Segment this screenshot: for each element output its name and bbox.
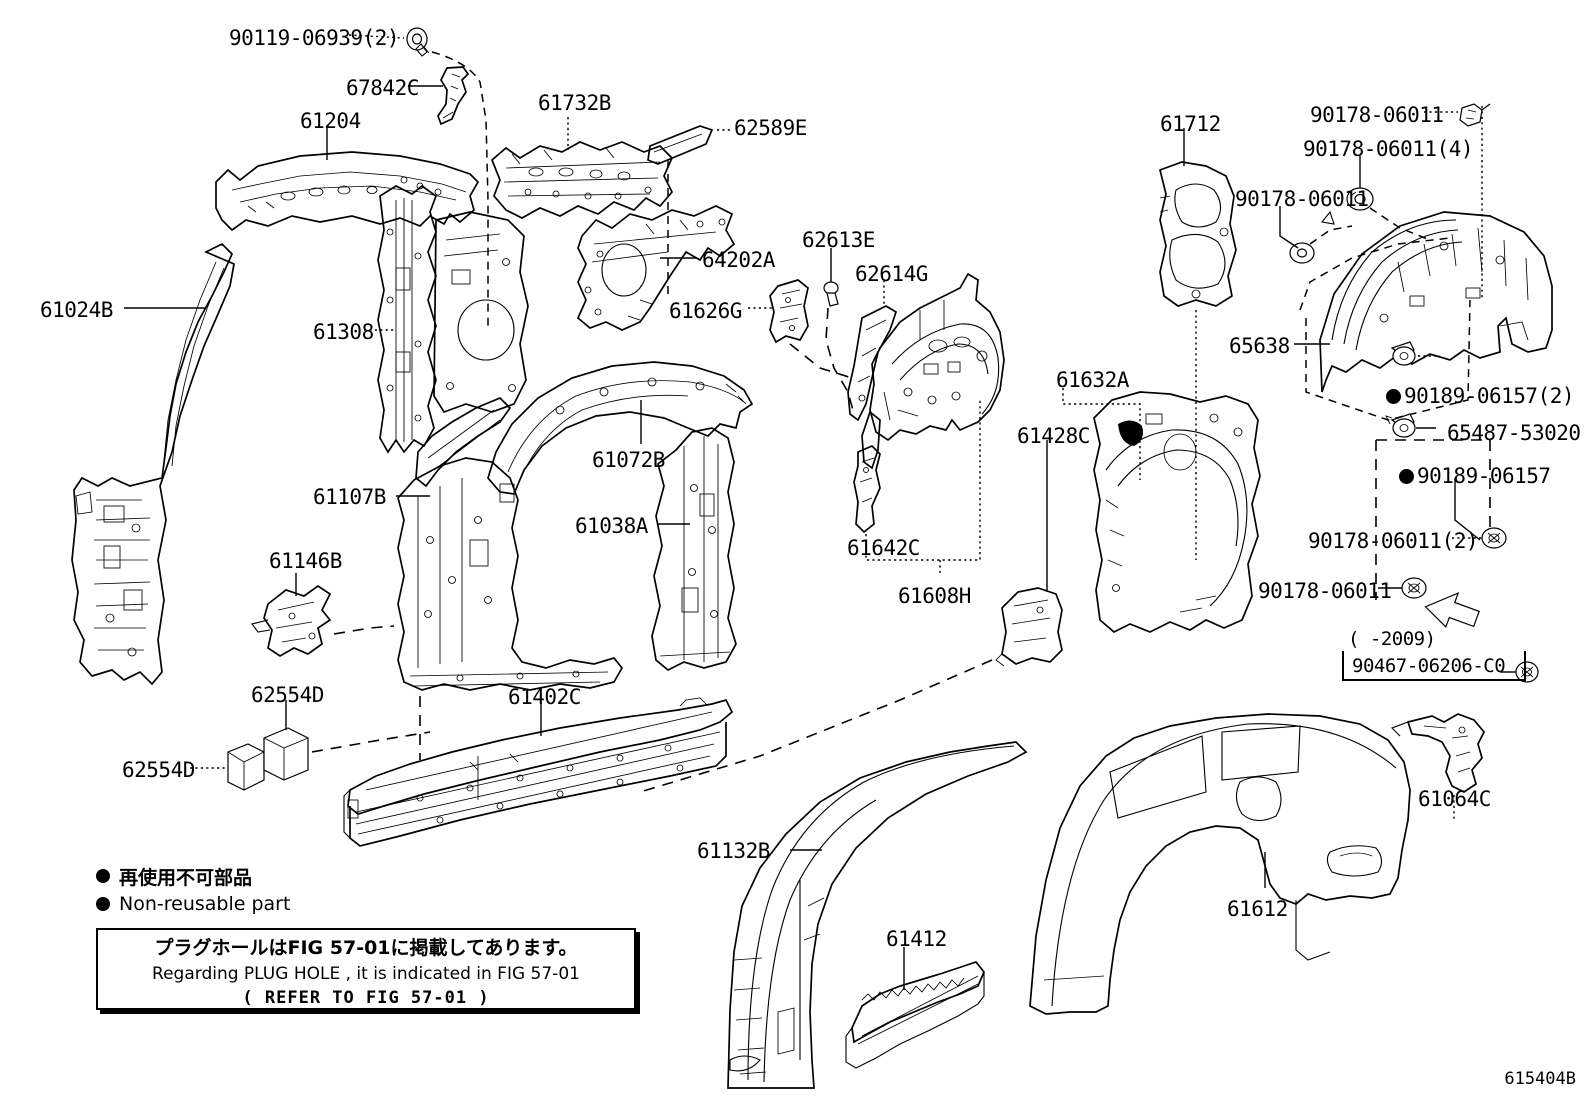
supersession-box	[1342, 651, 1526, 681]
part-label-61024B[interactable]: 61024B	[40, 298, 113, 322]
part-label-61402C[interactable]: 61402C	[508, 685, 581, 709]
part-label-61428C[interactable]: 61428C	[1017, 424, 1090, 448]
fastener-90178-06011-a	[1459, 103, 1491, 127]
part-label-61107B[interactable]: 61107B	[313, 485, 386, 509]
legend-label-en: Non-reusable part	[119, 893, 291, 915]
part-label-61732B[interactable]: 61732B	[538, 91, 611, 115]
part-label-61132B[interactable]: 61132B	[697, 839, 770, 863]
part-label-90178-06011[interactable]: 90178-06011	[1235, 187, 1369, 211]
assembly-dash-upper	[431, 51, 489, 330]
note-line-en: Regarding PLUG HOLE , it is indicated in…	[152, 964, 580, 984]
part-label-61712[interactable]: 61712	[1160, 112, 1221, 136]
part-label-65487-53020[interactable]: 65487-53020	[1447, 421, 1581, 445]
leader-90178-c	[1279, 206, 1299, 249]
part-label-61064C[interactable]: 61064C	[1418, 787, 1491, 811]
part-label-90178-06011[interactable]: 90178-06011	[1310, 103, 1444, 127]
part-61064C	[1391, 713, 1486, 793]
part-61132B	[727, 741, 1028, 1089]
legend: 再使用不可部品 Non-reusable part	[96, 862, 290, 918]
part-label-90119-06939-2-[interactable]: 90119-06939(2)	[229, 26, 400, 50]
part-61428C-piece	[995, 587, 1063, 667]
note-line-jp: プラグホールはFIG 57-01に掲載してあります。	[154, 937, 578, 959]
part-label-62613E[interactable]: 62613E	[802, 228, 875, 252]
legend-row-jp: 再使用不可部品	[96, 862, 290, 890]
part-label-62614G[interactable]: 62614G	[855, 262, 928, 286]
fastener-90178-06011-c	[1289, 242, 1315, 264]
supersession-range: ( -2009)	[1348, 628, 1436, 650]
part-61412	[845, 961, 985, 1069]
non-reusable-bullet-90189-06157	[1399, 469, 1414, 484]
part-label-90189-06157[interactable]: 90189-06157	[1417, 464, 1551, 488]
part-90119-06939	[406, 27, 430, 57]
part-label-62554D[interactable]: 62554D	[122, 758, 195, 782]
part-61608H-assembly	[861, 272, 1005, 470]
part-61632A-61428C	[1093, 391, 1261, 634]
part-label-61642C[interactable]: 61642C	[847, 536, 920, 560]
assembly-dash-61626	[789, 343, 853, 379]
part-61204	[215, 151, 480, 232]
assembly-dash-62554	[311, 731, 431, 753]
part-61308	[377, 184, 529, 454]
part-67842C	[437, 66, 470, 126]
part-62554D-cube1	[227, 743, 265, 791]
dash-90178-b	[1369, 207, 1431, 241]
part-61712	[1158, 161, 1237, 307]
part-label-61612[interactable]: 61612	[1227, 897, 1288, 921]
part-label-90178-06011-4-[interactable]: 90178-06011(4)	[1303, 137, 1474, 161]
part-label-61632A[interactable]: 61632A	[1056, 368, 1129, 392]
legend-bullet-icon	[96, 869, 110, 883]
part-label-61626G[interactable]: 61626G	[669, 299, 742, 323]
plug-hole-note-box: プラグホールはFIG 57-01に掲載してあります。 Regarding PLU…	[96, 928, 636, 1010]
assembly-dash-rocker	[639, 659, 993, 793]
part-61072B-pillar	[397, 457, 624, 691]
assembly-dash-62613	[825, 307, 855, 415]
part-label-61038A[interactable]: 61038A	[575, 514, 648, 538]
liner-dash-1	[1299, 237, 1451, 311]
part-61732B	[490, 141, 674, 219]
part-label-65638[interactable]: 65638	[1229, 334, 1290, 358]
note-line-ref: ( REFER TO FIG 57-01 )	[242, 988, 490, 1008]
fastener-90189-06157	[1385, 413, 1416, 438]
part-label-61412[interactable]: 61412	[886, 927, 947, 951]
part-65638	[1319, 211, 1553, 393]
part-61612	[1029, 713, 1411, 1015]
non-reusable-bullet-90189-06157-2	[1386, 389, 1401, 404]
figure-id: 615404B	[1504, 1069, 1576, 1089]
fastener-90178-06011-d	[1481, 527, 1507, 549]
legend-label-jp: 再使用不可部品	[119, 866, 253, 889]
part-label-90178-06011-2-[interactable]: 90178-06011(2)	[1308, 529, 1479, 553]
part-62554D-cube2	[263, 727, 309, 781]
part-62614G	[847, 305, 898, 422]
part-label-61204[interactable]: 61204	[300, 109, 361, 133]
part-label-61608H[interactable]: 61608H	[898, 584, 971, 608]
part-label-90189-06157-2-[interactable]: 90189-06157(2)	[1404, 384, 1575, 408]
part-label-64202A[interactable]: 64202A	[702, 248, 775, 272]
legend-bullet-icon-2	[96, 897, 110, 911]
part-label-62554D[interactable]: 62554D	[251, 683, 324, 707]
part-61626G	[769, 279, 809, 344]
part-label-67842C[interactable]: 67842C	[346, 76, 419, 100]
part-62589E	[647, 125, 714, 165]
part-label-61308[interactable]: 61308	[313, 320, 374, 344]
dash-90178-c	[1309, 225, 1353, 245]
part-61072B	[487, 361, 754, 495]
part-label-90178-06011[interactable]: 90178-06011	[1258, 579, 1392, 603]
legend-row-en: Non-reusable part	[96, 890, 290, 918]
part-62613E	[823, 281, 839, 307]
part-61146B	[251, 584, 332, 657]
assembly-dash-61146	[333, 625, 395, 635]
fastener-90178-06011-e	[1401, 577, 1427, 599]
part-label-62589E[interactable]: 62589E	[734, 116, 807, 140]
part-61642C	[853, 444, 881, 534]
fastener-65487-53020	[1390, 341, 1416, 366]
part-label-61146B[interactable]: 61146B	[269, 549, 342, 573]
part-61107B	[415, 396, 512, 488]
supersession-part-number: 90467-06206-C0	[1352, 655, 1506, 677]
part-61402C	[343, 697, 734, 847]
part-label-61072B[interactable]: 61072B	[592, 448, 665, 472]
